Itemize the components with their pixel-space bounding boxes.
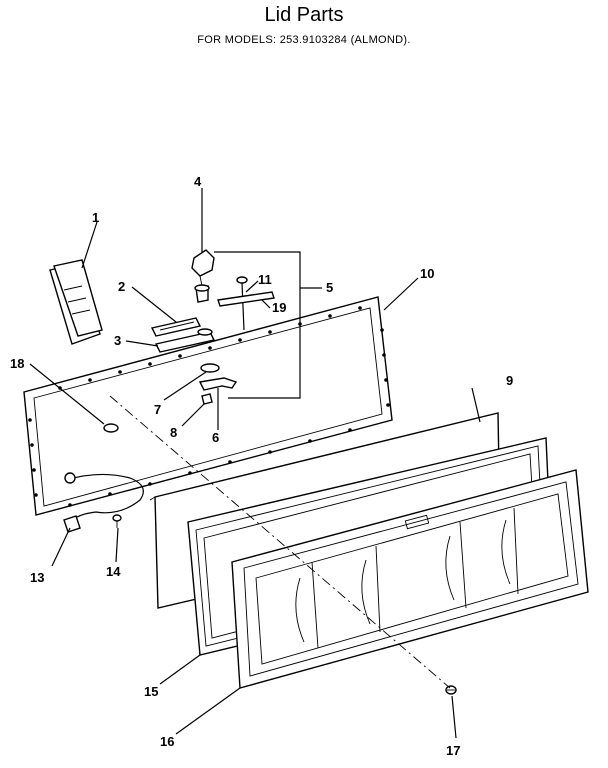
part-18-lamp bbox=[103, 423, 119, 433]
callout-4: 4 bbox=[194, 174, 202, 189]
callout-1: 1 bbox=[92, 210, 99, 225]
callout-5: 5 bbox=[326, 280, 333, 295]
part-lock-bushing bbox=[194, 284, 210, 303]
callout-13: 13 bbox=[30, 570, 44, 585]
callout-19: 19 bbox=[272, 300, 286, 315]
part-14-screw bbox=[112, 514, 122, 528]
part-6-latch-arm bbox=[198, 377, 238, 391]
part-17-screw bbox=[445, 685, 457, 695]
callout-3: 3 bbox=[114, 333, 121, 348]
part-13-power-cord bbox=[63, 472, 144, 533]
callout-15: 15 bbox=[144, 684, 158, 699]
callout-2: 2 bbox=[118, 279, 125, 294]
part-8-nut bbox=[201, 393, 213, 405]
callout-17: 17 bbox=[446, 743, 460, 758]
callout-6: 6 bbox=[212, 430, 219, 445]
inner-door-liner bbox=[231, 469, 589, 689]
part-4-lock-cylinder bbox=[191, 249, 215, 287]
leader-lines bbox=[29, 188, 481, 739]
callout-9: 9 bbox=[506, 373, 513, 388]
part-7-washer bbox=[200, 363, 220, 373]
part-11-screw bbox=[236, 276, 248, 331]
part-2-hinge-plate bbox=[150, 317, 202, 337]
part-5-bracket bbox=[214, 251, 301, 399]
callout-8: 8 bbox=[170, 425, 177, 440]
callout-7: 7 bbox=[154, 402, 161, 417]
callout-16: 16 bbox=[160, 734, 174, 749]
callout-14: 14 bbox=[106, 564, 121, 579]
callout-10: 10 bbox=[420, 266, 434, 281]
part-3-hinge-base bbox=[154, 328, 216, 353]
part-19-latch-bar bbox=[217, 291, 275, 307]
page-title: Lid Parts bbox=[264, 4, 344, 26]
assembly-centerline bbox=[109, 395, 451, 689]
frame-holes bbox=[28, 306, 390, 507]
part-1-instruction-booklet bbox=[49, 259, 103, 345]
models-subtitle: FOR MODELS: 253.9103284 (ALMOND). bbox=[197, 34, 411, 46]
callout-11: 11 bbox=[258, 272, 272, 287]
callout-18: 18 bbox=[10, 356, 24, 371]
